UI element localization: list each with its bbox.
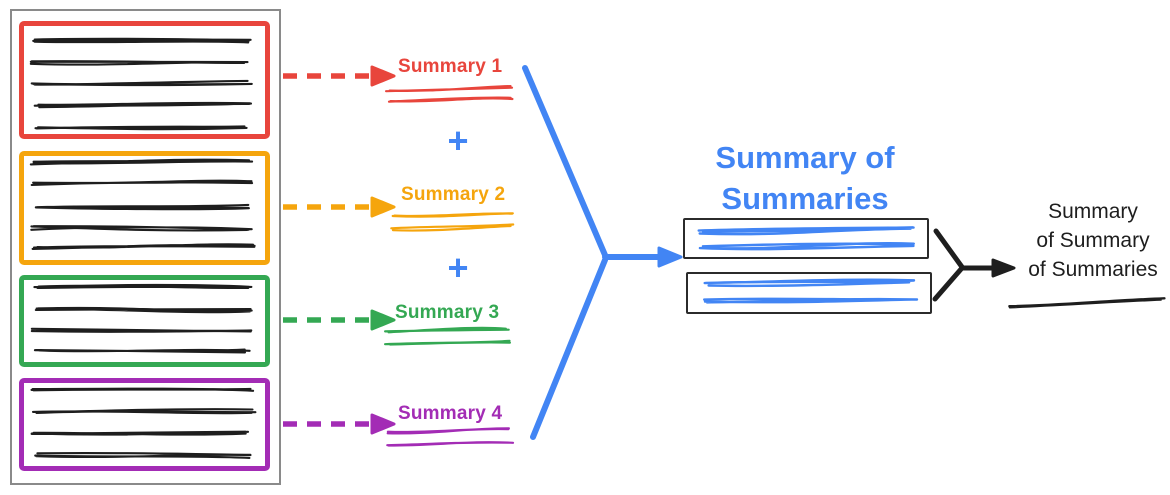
funnel-bottom-line	[530, 257, 608, 440]
summary-1-label: Summary 1	[398, 56, 503, 77]
plus-sign-1: +	[447, 120, 469, 161]
title-line-2: Summaries	[721, 181, 889, 216]
plus-sign-2: +	[447, 247, 469, 288]
summary-scribble	[391, 212, 514, 218]
summary-3-label: Summary 3	[395, 302, 500, 323]
document-box-1	[19, 21, 270, 139]
summary-of-summary-of-summaries-label: Summary of Summary of Summaries	[1003, 197, 1170, 284]
summary-of-summaries-title: Summary of Summaries	[655, 137, 955, 219]
dashed-arrow-head-4	[370, 413, 396, 435]
final-label-line-1: Summary	[1048, 200, 1138, 223]
document-box-4	[19, 378, 270, 471]
dashed-arrow-head-1	[370, 65, 396, 87]
final-label-line-3: of Summaries	[1028, 258, 1158, 281]
summary-2-label: Summary 2	[401, 184, 506, 205]
title-line-1: Summary of	[715, 140, 895, 175]
summary-scribble	[390, 223, 515, 232]
final-summary-scribble	[1008, 297, 1166, 309]
summary-of-summaries-box-1	[683, 218, 929, 259]
bracket-top-line	[933, 228, 965, 270]
funnel-top-line	[522, 65, 608, 258]
bracket-bottom-line	[932, 265, 965, 302]
summary-scribble	[386, 427, 510, 435]
document-box-2	[19, 151, 270, 265]
dashed-arrow-head-2	[370, 196, 396, 218]
summary-4-label: Summary 4	[398, 403, 503, 424]
summary-of-summaries-box-2	[686, 272, 932, 314]
summary-scribble	[384, 326, 510, 334]
document-box-3	[19, 275, 270, 367]
summary-scribble	[385, 85, 514, 93]
dashed-arrow-head-3	[370, 309, 396, 331]
summary-scribble	[387, 96, 514, 103]
summary-scribble	[386, 441, 515, 447]
summary-scribble	[384, 339, 511, 346]
funnel-arrow-head	[657, 246, 683, 268]
final-label-line-2: of Summary	[1036, 229, 1150, 252]
